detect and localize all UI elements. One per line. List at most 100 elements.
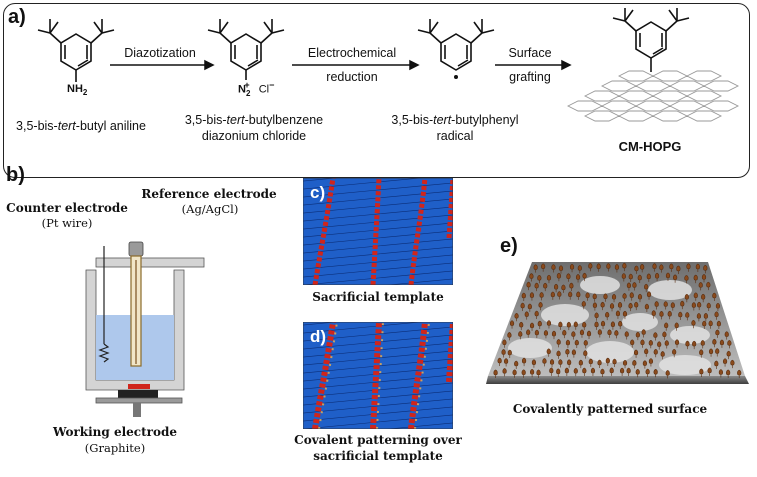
grafted-molecule	[558, 265, 564, 274]
diazonium-structure	[207, 19, 285, 80]
grafted-molecule	[609, 367, 614, 376]
grafted-molecule	[646, 273, 651, 282]
grafted-molecule	[534, 329, 539, 338]
grafted-molecule	[712, 338, 717, 348]
grafted-molecule	[684, 275, 689, 284]
grafted-molecule	[558, 321, 563, 330]
grafted-molecule	[502, 339, 507, 348]
grafted-molecule	[546, 274, 552, 284]
grafted-molecule	[663, 301, 668, 310]
grafted-molecule	[706, 281, 711, 291]
grafted-molecule	[588, 262, 593, 272]
grafted-molecule	[686, 263, 691, 272]
grafted-molecule	[579, 329, 585, 338]
grafted-molecule	[518, 331, 523, 340]
grafted-molecule	[660, 351, 665, 360]
grafted-molecule	[592, 302, 598, 311]
grafted-molecule	[556, 272, 561, 282]
grafted-molecule	[538, 301, 543, 311]
grafted-molecule	[571, 331, 576, 340]
grafted-molecule	[521, 369, 526, 378]
grafted-molecule	[641, 329, 646, 338]
grafted-molecule	[507, 349, 512, 358]
diazonium-group-label: N2+ Cl−	[238, 80, 275, 98]
grafted-molecule	[693, 274, 698, 284]
counter-electrode-coil	[98, 343, 110, 363]
grafted-molecule	[703, 313, 708, 322]
grafted-molecule	[676, 265, 681, 274]
grafted-molecule	[493, 369, 498, 378]
grafted-molecule	[526, 281, 531, 291]
grafted-molecule	[706, 302, 711, 311]
grafted-molecule	[701, 274, 707, 283]
grafted-groups-d	[318, 322, 430, 429]
amine-group-label: NH2	[67, 83, 88, 98]
grafted-molecule	[712, 292, 717, 301]
grafted-molecule	[634, 301, 639, 311]
grafted-molecule	[566, 321, 571, 331]
grafted-molecule	[600, 368, 605, 377]
grafted-molecule	[633, 349, 639, 358]
grafted-molecule	[714, 311, 719, 320]
grafted-molecule	[628, 273, 633, 282]
grafted-molecule	[685, 340, 690, 350]
grafted-molecule	[726, 350, 731, 360]
grafted-molecule	[539, 292, 544, 301]
grafted-molecule	[722, 358, 728, 367]
grafted-molecule	[645, 368, 650, 378]
grafted-molecule	[551, 330, 557, 340]
grafted-molecule	[603, 293, 608, 302]
grafted-molecule	[651, 310, 656, 319]
grafted-molecule	[586, 330, 592, 339]
compound-4-name: CM-HOPG	[618, 139, 682, 154]
grafted-molecule	[621, 273, 626, 282]
grafted-molecule	[583, 350, 588, 359]
grafted-molecule	[662, 331, 667, 340]
grafted-molecule	[542, 358, 547, 367]
grafted-molecule	[605, 311, 610, 321]
patterned-surface	[486, 262, 749, 384]
radical-structure	[417, 19, 495, 71]
grafted-molecule	[622, 293, 627, 302]
template-image-c	[303, 178, 453, 285]
grafted-molecule	[569, 282, 574, 292]
grafted-molecule	[524, 311, 529, 320]
stage-post	[133, 403, 141, 417]
grafted-molecule	[622, 262, 627, 272]
grafted-molecule	[534, 310, 539, 320]
grafted-molecule	[529, 273, 534, 282]
working-electrode-detail: (Graphite)	[84, 441, 146, 455]
grafted-molecule	[571, 349, 576, 358]
grafted-molecule	[533, 264, 538, 273]
reference-electrode-cap	[128, 241, 144, 257]
grafted-molecule	[632, 359, 637, 369]
grafted-molecule	[653, 348, 658, 358]
grafted-molecule	[557, 291, 562, 300]
grafted-molecule	[541, 263, 546, 272]
grafted-molecule	[529, 292, 535, 301]
grafted-molecule	[667, 310, 672, 320]
grafted-molecule	[644, 283, 649, 293]
grafted-molecule	[646, 291, 652, 300]
panel-e-caption: Covalently patterned surface	[512, 402, 708, 416]
grafted-molecule	[565, 348, 570, 358]
grafted-molecule	[697, 301, 702, 311]
grafted-molecule	[581, 300, 586, 310]
grafted-molecule	[680, 300, 685, 310]
grafted-molecule	[714, 360, 719, 369]
grafted-molecule	[537, 274, 542, 284]
step-1-label: Diazotization	[124, 46, 196, 60]
grafted-molecule	[685, 312, 690, 321]
grafted-molecule	[630, 339, 635, 348]
grafted-molecule	[618, 320, 623, 330]
grafted-molecule	[578, 359, 583, 369]
grafted-molecule	[551, 264, 556, 273]
radical-dot	[454, 75, 458, 79]
grafted-molecule	[648, 358, 654, 367]
grafted-molecule	[659, 264, 664, 273]
grafted-molecule	[678, 311, 683, 320]
grafted-molecule	[737, 369, 742, 379]
grafted-molecule	[664, 340, 669, 349]
grafted-molecule	[715, 302, 721, 312]
